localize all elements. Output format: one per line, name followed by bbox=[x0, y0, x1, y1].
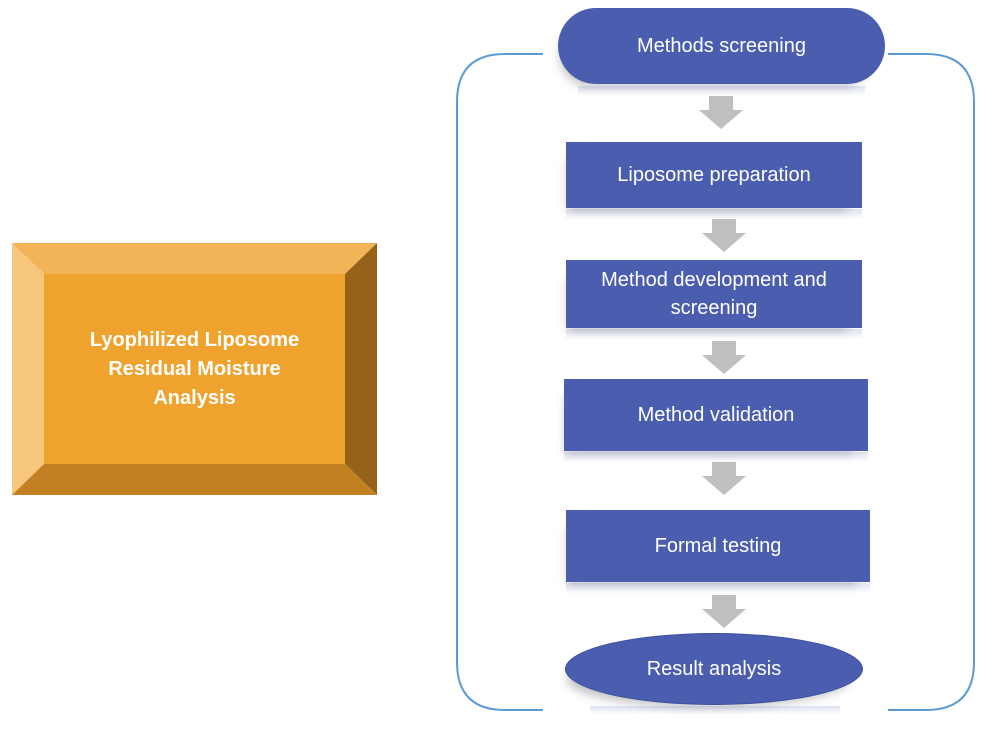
step-label: Formal testing bbox=[654, 535, 782, 557]
step-label: Result analysis bbox=[646, 658, 782, 680]
topic-box: Lyophilized Liposome Residual Moisture A… bbox=[12, 243, 377, 495]
step-method-validation: Method validation bbox=[564, 379, 868, 451]
down-arrow-icon bbox=[702, 219, 746, 252]
step-reflection bbox=[566, 329, 862, 339]
step-reflection bbox=[566, 209, 862, 219]
step-liposome-preparation: Liposome preparation bbox=[566, 142, 862, 208]
step-reflection bbox=[566, 583, 870, 593]
step-label: Liposome preparation bbox=[617, 164, 811, 186]
step-reflection bbox=[590, 706, 840, 714]
step-result-analysis: Result analysis bbox=[565, 633, 863, 705]
down-arrow-icon bbox=[702, 341, 746, 374]
step-label: Methods screening bbox=[637, 35, 806, 57]
topic-label: Lyophilized Liposome Residual Moisture A… bbox=[89, 328, 300, 409]
down-arrow-icon bbox=[699, 96, 743, 129]
step-reflection bbox=[578, 86, 865, 96]
step-method-development: Method development and screening bbox=[566, 260, 862, 328]
step-formal-testing: Formal testing bbox=[566, 510, 870, 582]
down-arrow-icon bbox=[702, 595, 746, 628]
step-methods-screening: Methods screening bbox=[558, 8, 885, 84]
step-reflection bbox=[564, 452, 868, 462]
down-arrow-icon bbox=[702, 462, 746, 495]
step-label: Method development and screening bbox=[601, 269, 827, 319]
step-label: Method validation bbox=[637, 404, 795, 426]
